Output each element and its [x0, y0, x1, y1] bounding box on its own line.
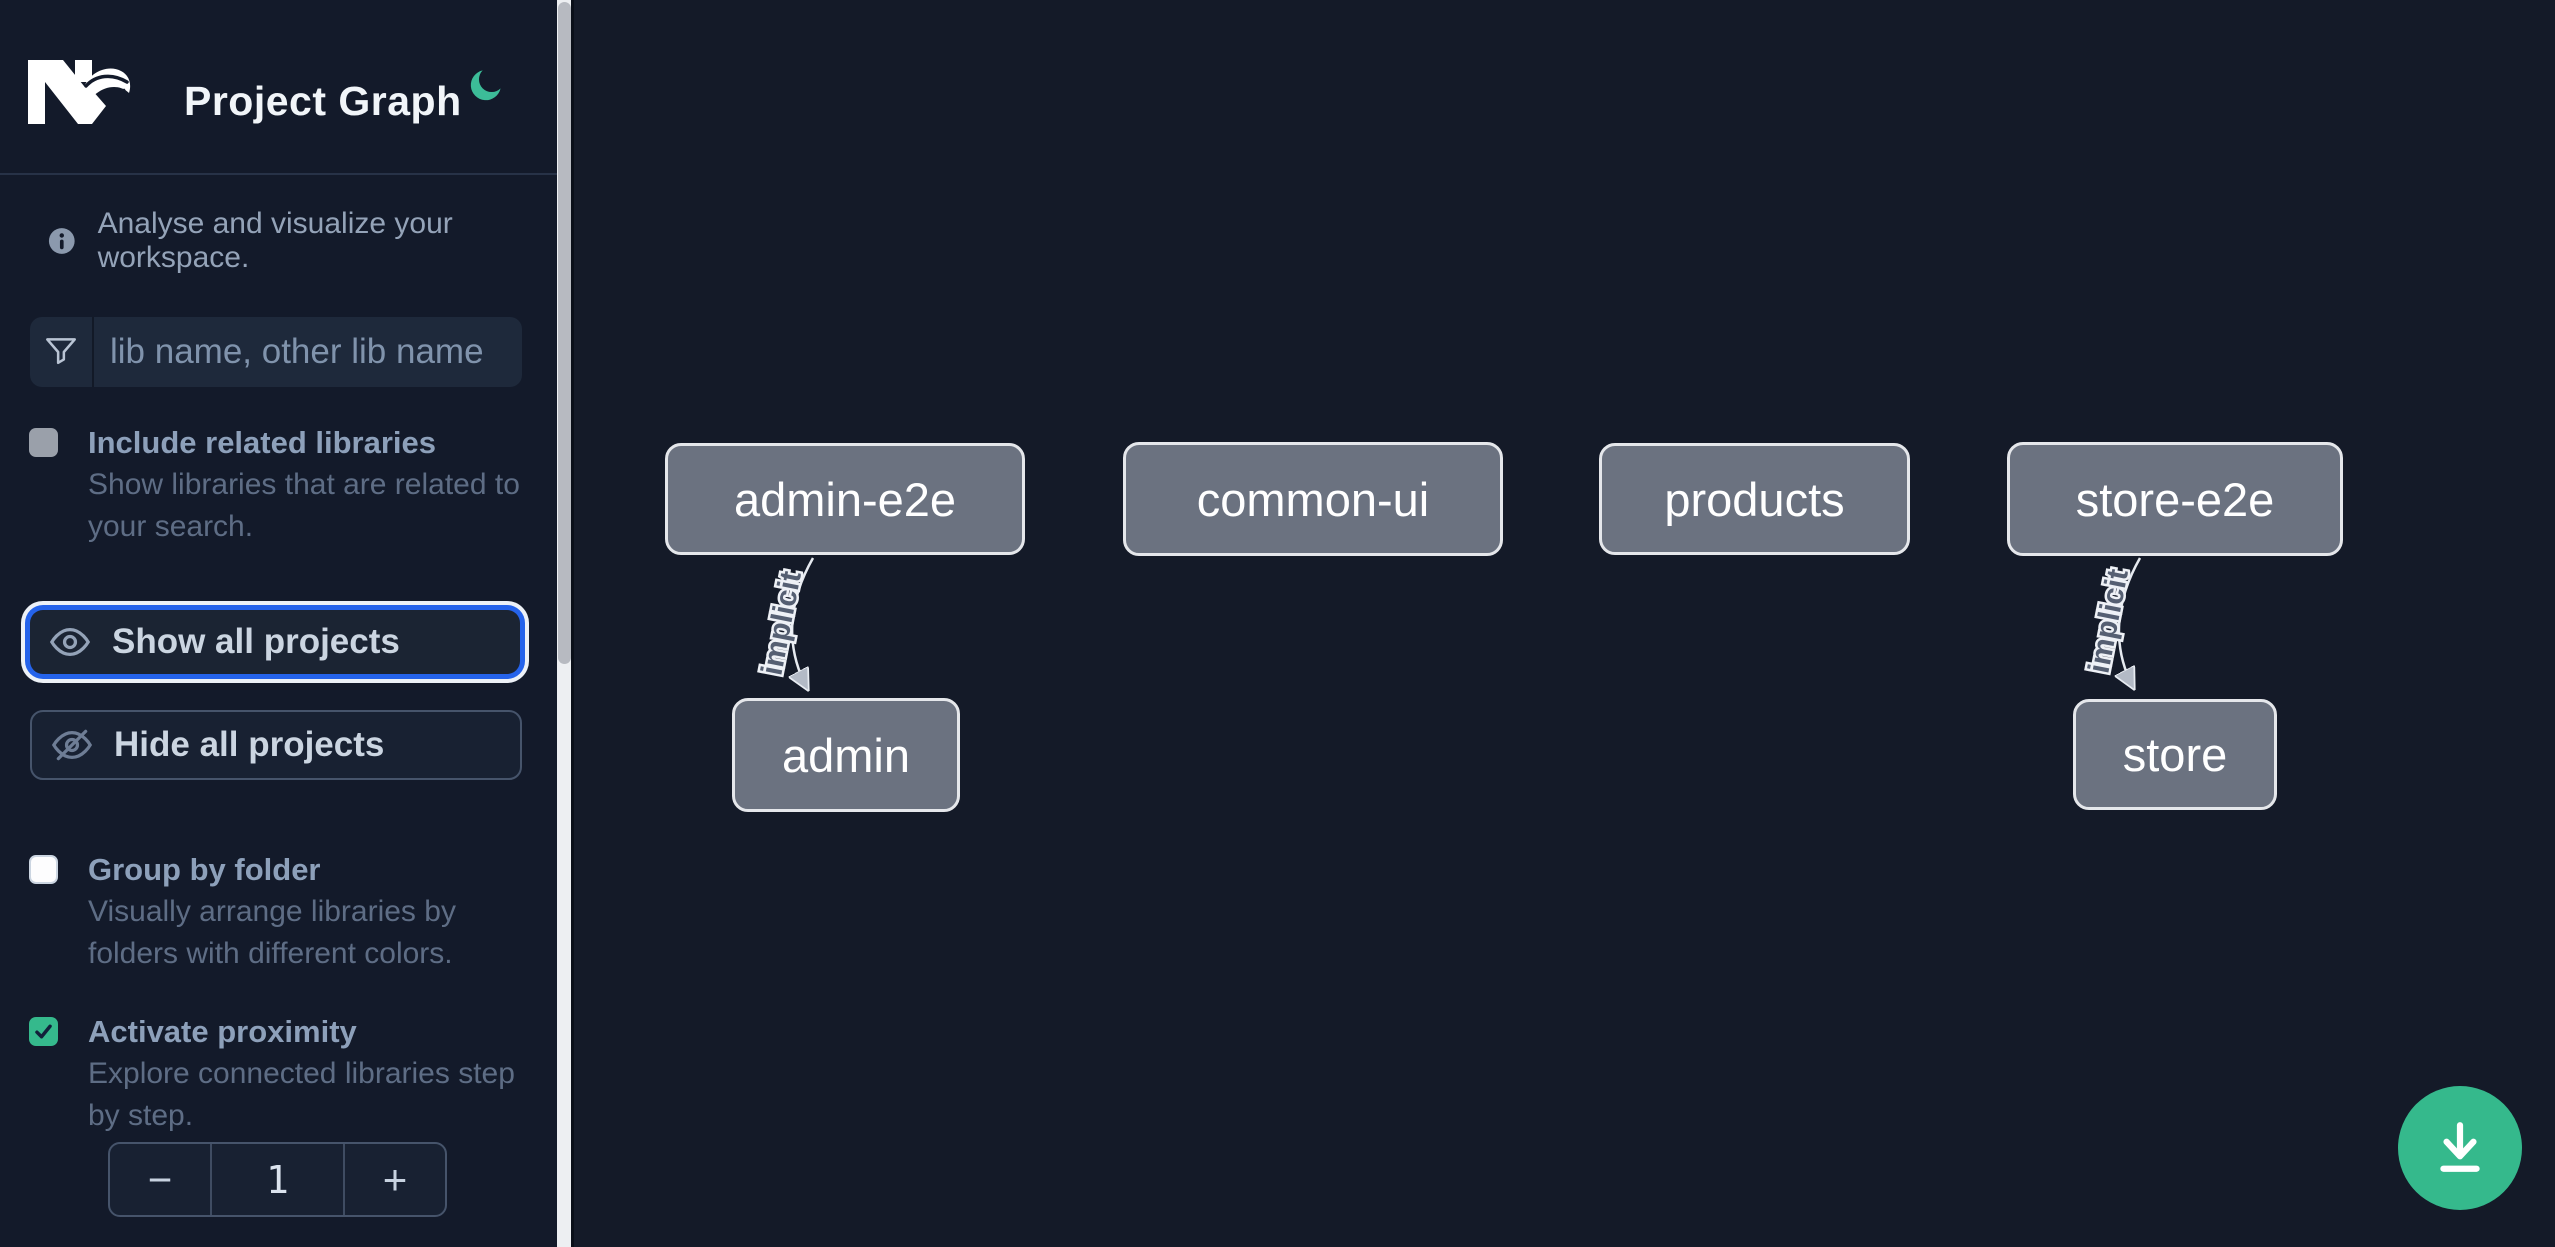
sidebar-scrollbar-track: [557, 0, 571, 1247]
eye-icon: [50, 627, 90, 657]
hide-all-projects-button[interactable]: Hide all projects: [30, 710, 522, 780]
checkbox-label: Activate proximity: [88, 1014, 357, 1049]
eye-slash-icon: [52, 729, 92, 761]
edge-label: implicit: [2082, 566, 2134, 675]
checkbox-include-related[interactable]: [29, 428, 58, 457]
download-icon: [2440, 1122, 2480, 1172]
checkbox-activate-proximity[interactable]: [29, 1017, 58, 1046]
edge-label: implicit: [755, 568, 807, 677]
filter-icon-cell: [30, 317, 94, 387]
button-label: Hide all projects: [114, 725, 385, 764]
graph-node-common-ui[interactable]: common-ui: [1123, 442, 1503, 556]
edge-admin-e2e-to-admin[interactable]: [792, 557, 815, 688]
include-related-block: Include related libraries Show libraries…: [29, 423, 529, 548]
stepper-value[interactable]: 1: [210, 1144, 345, 1215]
download-graph-button[interactable]: [2398, 1086, 2522, 1210]
nx-logo-icon: [28, 60, 131, 124]
checkbox-description: Explore connected libraries step by step…: [88, 1057, 515, 1132]
checkbox-group-by-folder[interactable]: [29, 855, 58, 884]
graph-node-admin-e2e[interactable]: admin-e2e: [665, 443, 1025, 555]
page-title: Project Graph: [184, 78, 462, 124]
checkbox-description: Visually arrange libraries by folders wi…: [88, 895, 456, 970]
group-by-folder-block: Group by folder Visually arrange librari…: [29, 850, 529, 975]
edge-store-e2e-to-store[interactable]: [2119, 557, 2142, 687]
checkbox-label: Include related libraries: [88, 425, 437, 460]
decrement-button[interactable]: −: [110, 1144, 210, 1215]
checkbox-description: Show libraries that are related to your …: [88, 468, 520, 543]
button-label: Show all projects: [112, 622, 400, 661]
graph-node-admin[interactable]: admin: [732, 698, 960, 812]
search-input[interactable]: [94, 319, 561, 385]
funnel-icon: [46, 338, 76, 365]
sidebar: Project Graph Analyse and visualize your…: [0, 0, 571, 1247]
header-divider: [0, 173, 557, 175]
graph-node-products[interactable]: products: [1599, 443, 1910, 555]
check-icon: [35, 1024, 52, 1039]
graph-node-store-e2e[interactable]: store-e2e: [2007, 442, 2343, 556]
graph-edges: implicit implicit: [753, 557, 2142, 1247]
graph-node-store[interactable]: store: [2073, 699, 2277, 810]
activate-proximity-block: Activate proximity Explore connected lib…: [29, 1012, 529, 1137]
show-all-projects-button[interactable]: Show all projects: [30, 610, 520, 674]
info-row: Analyse and visualize your workspace.: [48, 207, 571, 275]
info-icon: [48, 228, 75, 254]
proximity-depth-stepper: − 1 +: [108, 1142, 447, 1217]
filter-box: [30, 317, 561, 387]
checkbox-label: Group by folder: [88, 852, 321, 887]
graph-canvas[interactable]: implicit implicit admin-e2e common-ui pr…: [574, 0, 2555, 1247]
sidebar-scrollbar-thumb[interactable]: [557, 2, 571, 664]
tagline: Analyse and visualize your workspace.: [97, 207, 453, 274]
sidebar-canvas-divider: [571, 0, 574, 1247]
increment-button[interactable]: +: [345, 1144, 445, 1215]
moon-icon: [470, 70, 501, 101]
dark-mode-toggle[interactable]: [466, 66, 506, 106]
